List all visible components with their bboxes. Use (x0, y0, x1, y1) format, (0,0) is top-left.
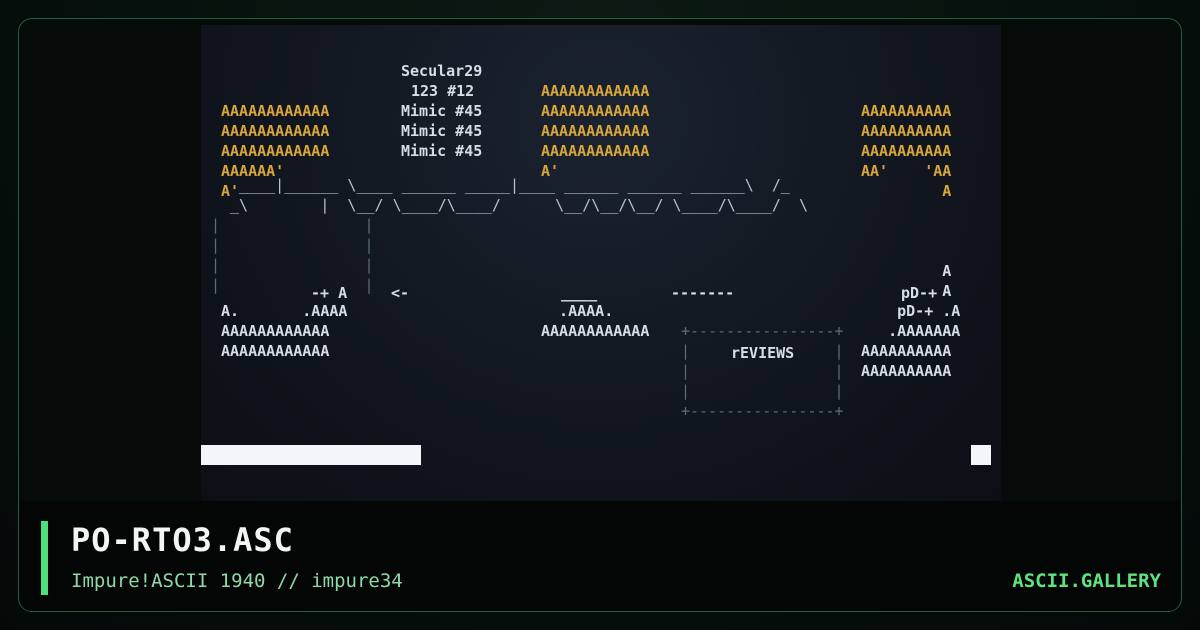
ascii-roof-line: ____|______ \____ ______ _____|____ ____… (230, 176, 808, 214)
credit-line: Mimic #45 (401, 142, 483, 160)
ascii-artwork: Secular29 123 #12 Mimic #45 Mimic #45 Mi… (201, 25, 1001, 501)
footer: PO-RTO3.ASC Impure!ASCII 1940 // impure3… (19, 501, 1181, 611)
ascii-dash: ____ (561, 284, 598, 302)
ascii-frame-left: | | | | | | | | (211, 216, 374, 294)
arrow-left-label: <- (391, 284, 410, 302)
ascii-block-center: AAAAAAAAAAAA AAAAAAAAAAAA AAAAAAAAAAAA A… (541, 82, 650, 180)
ascii-block-bottom-center: .AAAA. AAAAAAAAAAAA (541, 302, 650, 340)
progress-bar (201, 445, 421, 465)
preview-card: Secular29 123 #12 Mimic #45 Mimic #45 Mi… (18, 18, 1182, 612)
ascii-block-left: AAAAAAAAAAAA AAAAAAAAAAAA AAAAAAAAAAAA A… (221, 102, 330, 200)
ascii-block-bottom-right: A A pD-+ .A .AAAAAAA AAAAAAAAAA AAAAAAAA… (861, 262, 961, 380)
pd-label: pD-+ (901, 284, 938, 302)
ascii-block-right: AAAAAAAAAA AAAAAAAAAA AAAAAAAAAA AA' 'AA… (861, 102, 952, 200)
credit-line: Mimic #45 (401, 122, 483, 140)
accent-bar (41, 521, 48, 595)
ascii-block-bottom-left: A. .AAAA AAAAAAAAAAAA AAAAAAAAAAAA (221, 302, 348, 360)
arrow-right-label: -+ A (311, 284, 348, 302)
credit-line: 123 #12 (411, 82, 475, 100)
credit-line: Mimic #45 (401, 102, 483, 120)
reviews-label: rEVIEWS (731, 344, 795, 362)
page-title: PO-RTO3.ASC (71, 521, 294, 559)
site-brand[interactable]: ASCII.GALLERY (1012, 570, 1161, 592)
artist-subtitle: Impure!ASCII 1940 // impure34 (71, 570, 403, 592)
ascii-box: +----------------+ | | | | | | +--------… (681, 322, 844, 420)
cursor-block (971, 445, 991, 465)
ascii-dash: ------- (671, 284, 735, 302)
credit-line: Secular29 (401, 62, 483, 80)
